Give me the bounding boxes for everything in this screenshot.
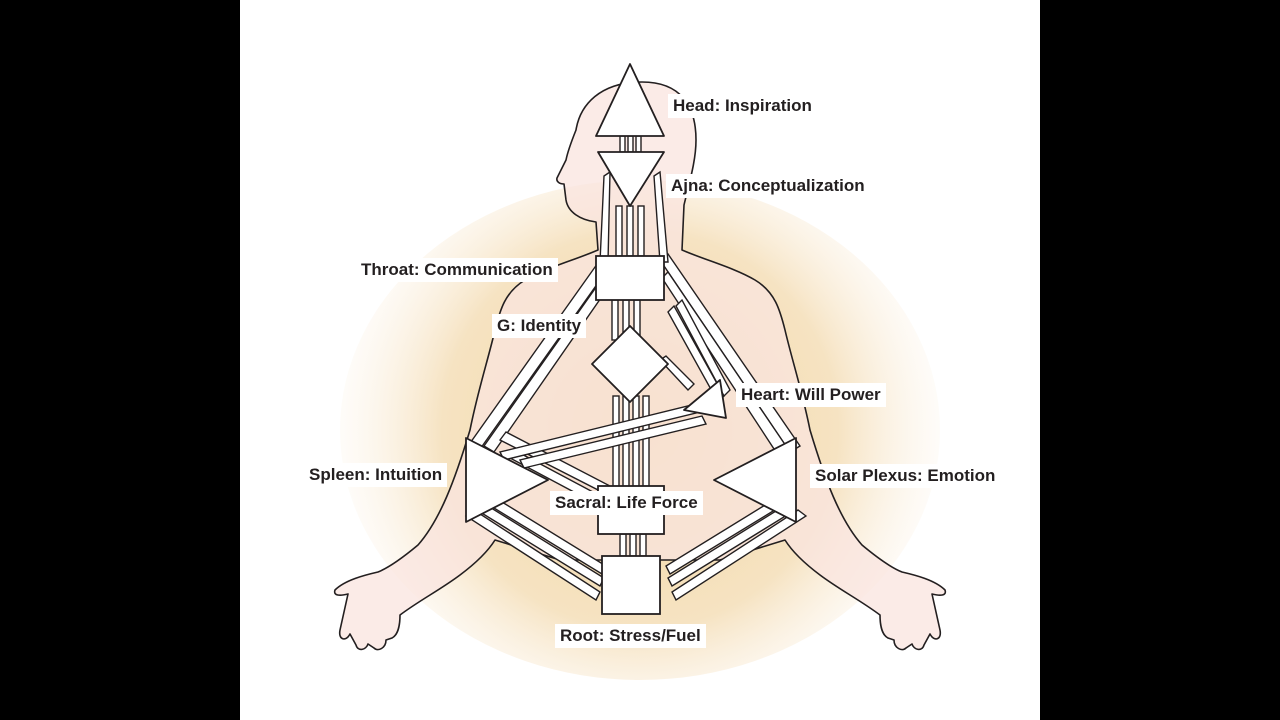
label-root: Root: Stress/Fuel <box>555 624 706 648</box>
channels <box>464 135 808 602</box>
ajna-center <box>597 151 665 207</box>
diagram-panel: Head: Inspiration Ajna: Conceptualizatio… <box>240 0 1040 720</box>
label-heart: Heart: Will Power <box>736 383 886 407</box>
label-solar-plexus: Solar Plexus: Emotion <box>810 464 1001 488</box>
label-g: G: Identity <box>492 314 587 338</box>
heart-center <box>683 379 727 419</box>
bodygraph-diagram <box>333 63 947 680</box>
label-ajna: Ajna: Conceptualization <box>666 174 870 198</box>
label-throat: Throat: Communication <box>356 258 558 282</box>
label-spleen: Spleen: Intuition <box>304 463 448 487</box>
spleen-center <box>465 437 549 523</box>
solar-plexus-center <box>713 437 797 523</box>
head-center <box>595 63 665 137</box>
root-center <box>601 555 661 615</box>
g-center <box>591 325 669 403</box>
label-sacral: Sacral: Life Force <box>550 491 703 515</box>
label-head: Head: Inspiration <box>668 94 817 118</box>
throat-center <box>595 255 665 301</box>
